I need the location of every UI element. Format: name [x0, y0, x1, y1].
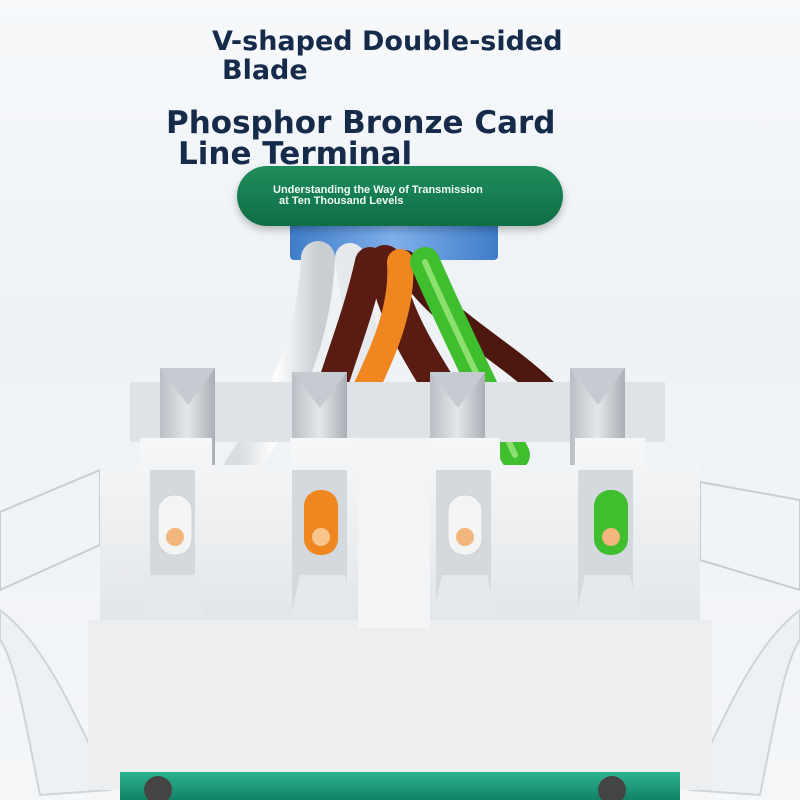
copper-core-3	[456, 528, 474, 546]
teal-base	[120, 772, 680, 800]
left-wing-outline	[0, 468, 101, 592]
left-bolt	[144, 776, 172, 800]
jack-body-lower	[88, 620, 712, 790]
badge-text-line1: Understanding the Way of Transmission	[273, 184, 483, 196]
white-wire-end-1	[157, 494, 193, 556]
blade-caption-line1: V-shaped Double-sided	[212, 26, 563, 57]
terminal-caption-line1: Phosphor Bronze Card	[166, 105, 556, 141]
badge-text-line2: at Ten Thousand Levels	[279, 195, 404, 207]
front-teeth	[140, 575, 640, 620]
right-bolt	[598, 776, 626, 800]
copper-core-4	[602, 528, 620, 546]
copper-core-2	[312, 528, 330, 546]
terminal-caption-line2: Line Terminal	[178, 136, 413, 172]
white-wire-end-2	[447, 494, 483, 556]
blade-caption-line2: Blade	[222, 55, 308, 86]
right-wing-outline	[699, 480, 800, 592]
copper-core-1	[166, 528, 184, 546]
transmission-badge	[237, 166, 563, 226]
center-divider	[358, 438, 430, 628]
